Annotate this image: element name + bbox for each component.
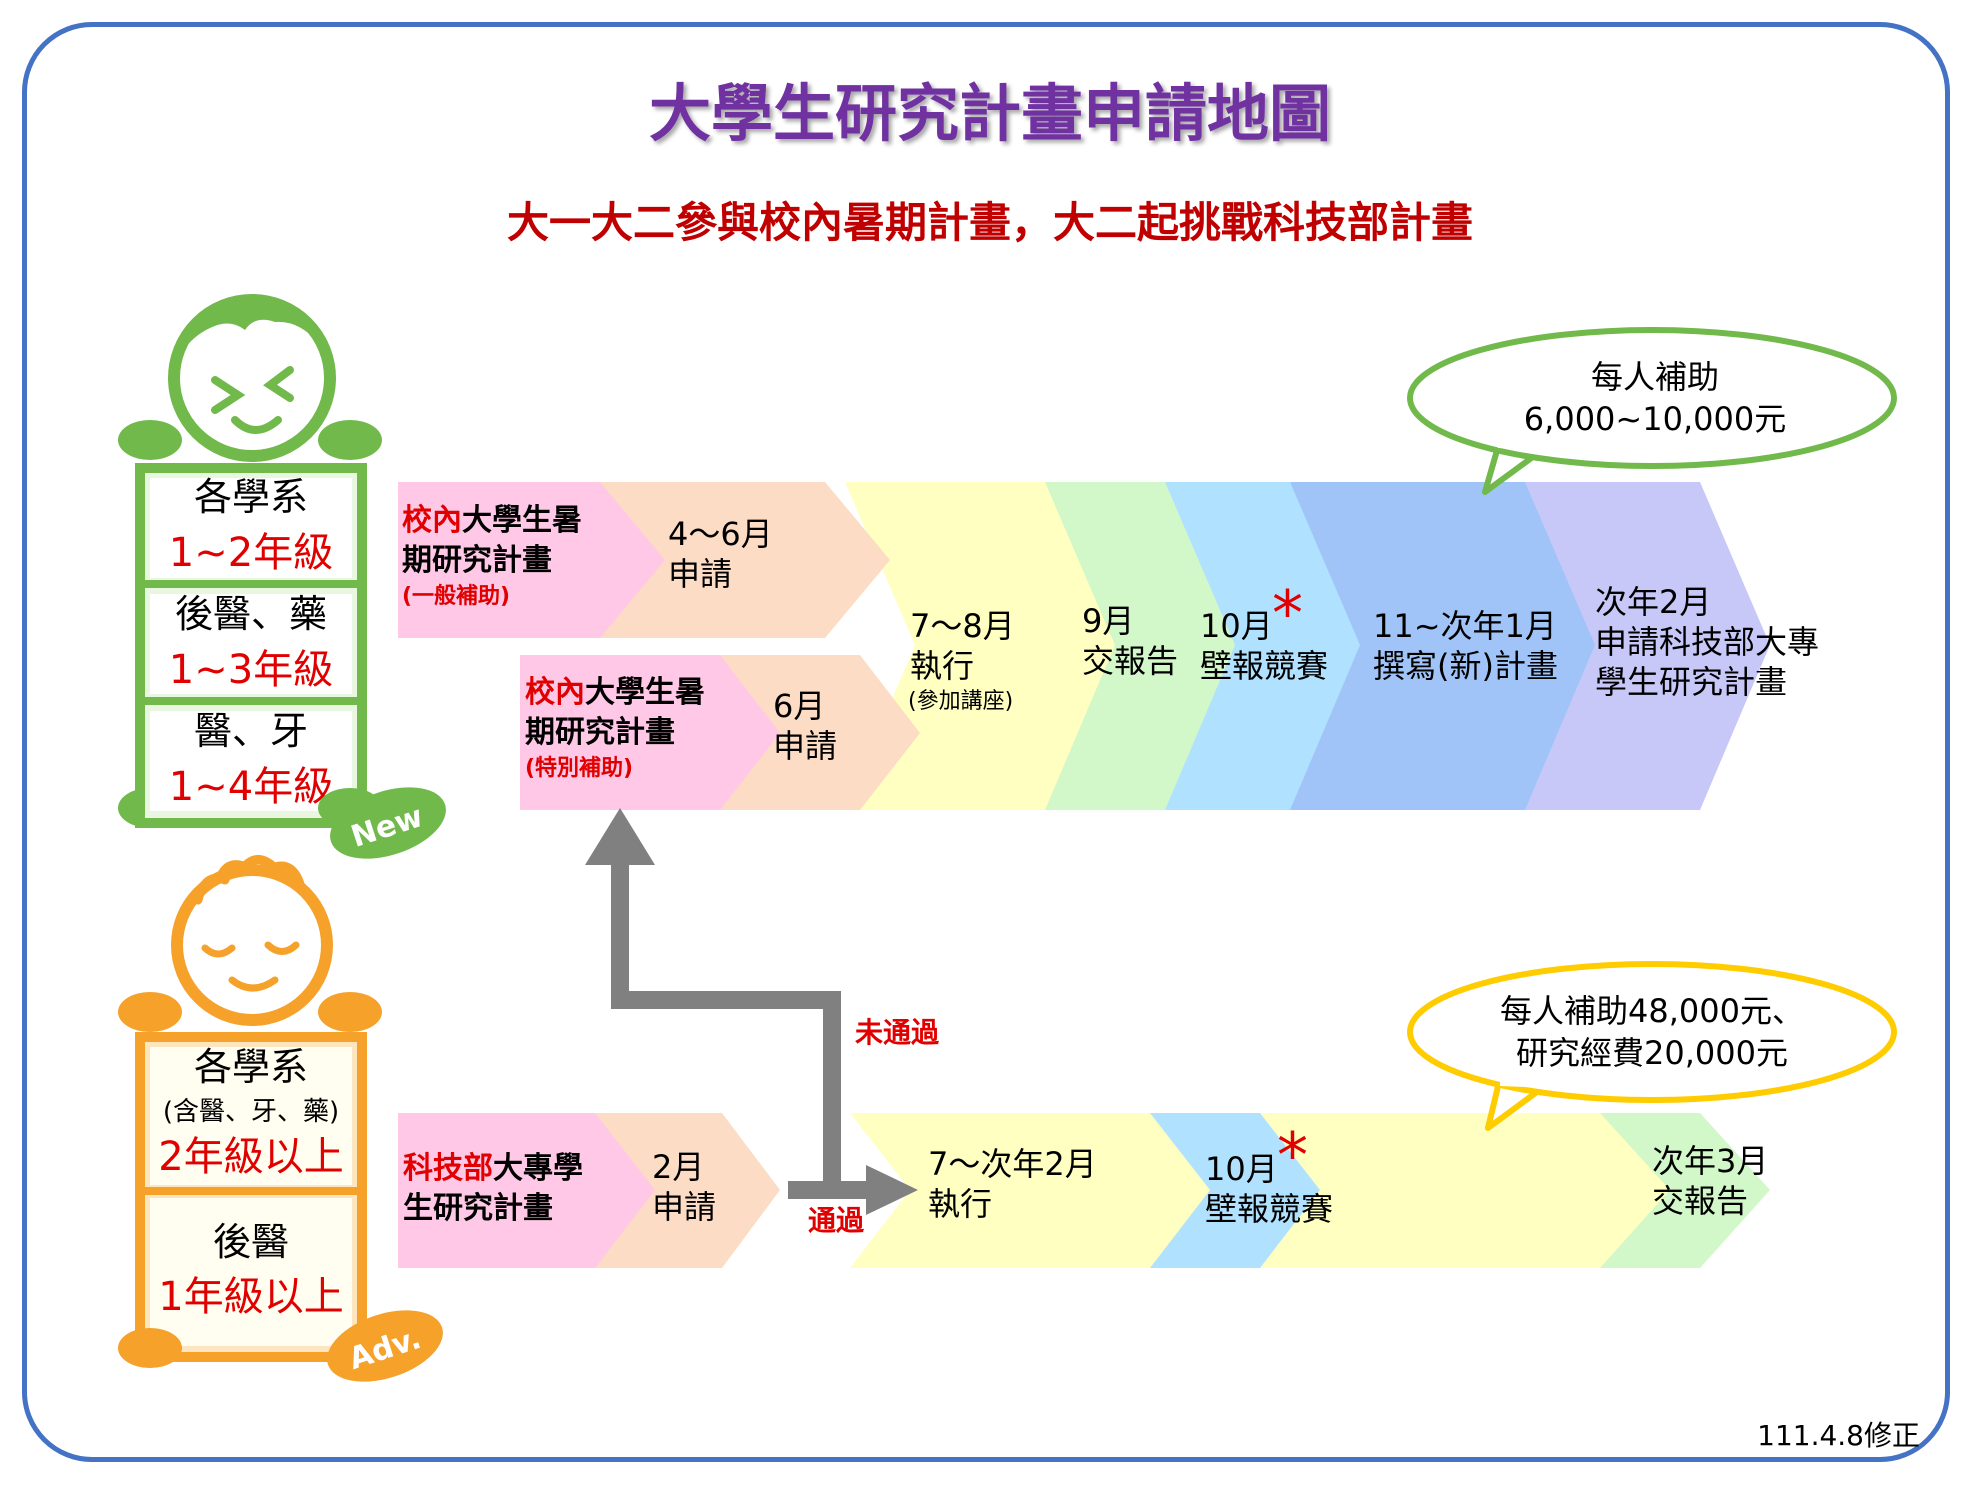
adv-group-1-grade: 2年級以上: [158, 1134, 343, 1180]
new-subsidy-bubble: 每人補助 6,000~10,000元: [1407, 327, 1897, 495]
adv-execute-time: 7～次年2月: [928, 1145, 1097, 1183]
svg-text:每人補助48,000元、: 每人補助48,000元、: [1500, 992, 1804, 1030]
adv-subsidy-bubble: 每人補助48,000元、 研究經費20,000元: [1407, 961, 1897, 1131]
general-apply-chevron: [600, 482, 890, 638]
next-year-apply-chevron: [1510, 482, 1770, 810]
special-plan-chevron: [520, 655, 780, 810]
adv-apply-time: 2月: [652, 1148, 704, 1186]
adv-plan-title-line1: 科技部大專學: [403, 1151, 583, 1186]
adv-execute-chevron: [850, 1113, 1210, 1268]
new-execute-note: (參加講座): [908, 689, 1013, 714]
adv-report-label: 交報告: [1652, 1182, 1748, 1220]
next-apply-line2: 申請科技部大專: [1595, 623, 1819, 661]
new-group-3-grade: 1~4年級: [169, 764, 333, 810]
new-report-label: 交報告: [1082, 642, 1178, 680]
new-execute-label: 執行: [910, 647, 974, 685]
adv-group-2-grade: 1年級以上: [158, 1274, 343, 1320]
revision-note: 111.4.8修正: [1757, 1419, 1920, 1452]
write-plan-time: 11~次年1月: [1373, 607, 1557, 645]
special-apply-time: 6月: [773, 687, 825, 725]
new-poster-mark: *: [1272, 577, 1303, 650]
new-execute-time: 7～8月: [910, 607, 1015, 645]
svg-text:6,000~10,000元: 6,000~10,000元: [1524, 400, 1786, 438]
next-apply-line3: 學生研究計畫: [1595, 663, 1787, 701]
next-apply-line1: 次年2月: [1595, 583, 1711, 621]
general-plan-chevron: [398, 482, 665, 638]
page-subtitle: 大一大二參與校內暑期計畫，大二起挑戰科技部計畫: [507, 198, 1473, 247]
special-apply-label: 申請: [773, 727, 837, 765]
general-apply-time: 4～6月: [668, 515, 773, 553]
smiling-face-icon: [168, 294, 336, 462]
poster-chevron: [1160, 482, 1360, 810]
special-plan-title-line2: 期研究計畫: [525, 715, 675, 750]
adv-badge: Adv.: [327, 1310, 443, 1382]
diagram-frame: [22, 22, 1950, 1462]
adv-poster-label: 壁報競賽: [1205, 1190, 1333, 1228]
calm-face-icon: [171, 855, 333, 1026]
adv-execute-label: 執行: [928, 1185, 992, 1223]
report-chevron: [1040, 482, 1235, 810]
new-poster-time: 10月: [1200, 607, 1273, 645]
adv-poster-time: 10月: [1205, 1150, 1278, 1188]
special-plan-title-line1: 校內大學生暑: [525, 675, 705, 710]
svg-text:研究經費20,000元: 研究經費20,000元: [1516, 1034, 1788, 1072]
adv-plan-chevron: [398, 1113, 655, 1268]
new-group-3-name: 醫、牙: [194, 709, 308, 753]
adv-apply-chevron: [595, 1113, 780, 1268]
svg-text:每人補助: 每人補助: [1591, 358, 1719, 396]
new-group-1-name: 各學系: [194, 475, 308, 519]
adv-group-1-name: 各學系: [194, 1045, 308, 1089]
adv-poster-mark: *: [1277, 1119, 1308, 1192]
general-plan-title-line2: 期研究計畫: [402, 543, 552, 578]
adv-apply-label: 申請: [652, 1188, 716, 1226]
new-badge: New: [330, 787, 446, 859]
general-apply-label: 申請: [668, 555, 732, 593]
special-plan-note: (特別補助): [525, 755, 633, 781]
adv-report-time: 次年3月: [1652, 1142, 1768, 1180]
new-group-1-grade: 1~2年級: [169, 530, 333, 576]
adv-group-2-name: 後醫: [213, 1220, 289, 1264]
write-plan-chevron: [1280, 482, 1595, 810]
pass-arrow: [788, 1165, 918, 1215]
fail-arrow: [585, 808, 841, 1185]
special-apply-chevron: [720, 655, 920, 810]
fail-label: 未通過: [855, 1016, 940, 1049]
adv-group-1-note: (含醫、牙、藥): [163, 1097, 339, 1127]
new-report-time: 9月: [1082, 602, 1134, 640]
adv-plan-title-line2: 生研究計畫: [403, 1191, 553, 1226]
new-poster-label: 壁報競賽: [1200, 647, 1328, 685]
new-group-2-name: 後醫、藥: [175, 592, 327, 636]
general-plan-title-line1: 校內大學生暑: [402, 503, 582, 538]
new-group-2-grade: 1~3年級: [169, 647, 333, 693]
adv-track-character: [118, 855, 382, 1032]
adv-poster-yellow-chevron: [1240, 1113, 1670, 1268]
general-plan-note: (一般補助): [402, 583, 510, 609]
adv-poster-chevron: [1148, 1113, 1320, 1268]
pass-label: 通過: [808, 1204, 865, 1237]
write-plan-label: 撰寫(新)計畫: [1373, 647, 1558, 685]
page-title: 大學生研究計畫申請地圖: [649, 77, 1331, 150]
